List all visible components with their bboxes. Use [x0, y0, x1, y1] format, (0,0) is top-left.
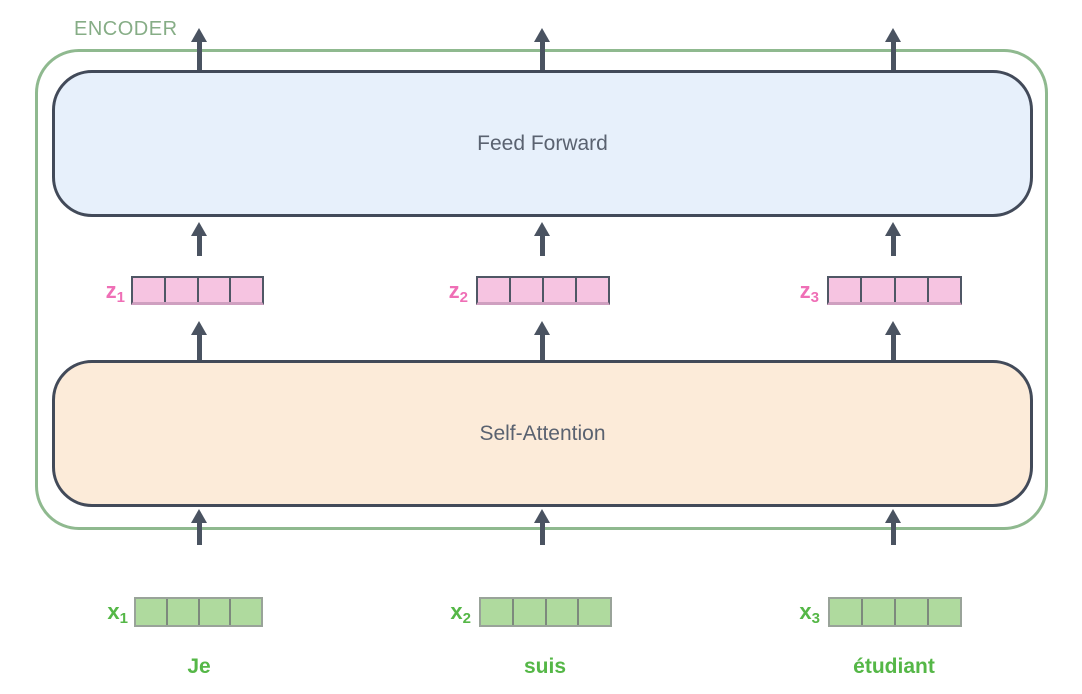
arrowhead-icon	[885, 509, 901, 523]
arrowhead-icon	[534, 321, 550, 335]
vector-cell	[163, 278, 197, 302]
vector-cell	[927, 599, 960, 625]
vector-cell	[861, 599, 894, 625]
vector-cell	[481, 599, 512, 625]
vector-cell	[133, 278, 164, 302]
arrow-output-3	[884, 28, 902, 70]
feed-forward-box: Feed Forward	[52, 70, 1033, 217]
arrowhead-icon	[534, 222, 550, 236]
arrowhead-icon	[534, 509, 550, 523]
z3-label: z3	[799, 278, 819, 306]
arrow-sa-to-z-1	[190, 321, 208, 360]
vector-cell	[575, 278, 608, 302]
x2-label: x2	[450, 599, 471, 627]
z2-vector	[476, 276, 610, 305]
z1-label: z1	[105, 278, 125, 306]
vector-cell	[509, 278, 542, 302]
vector-cell	[136, 599, 166, 625]
arrowhead-icon	[885, 222, 901, 236]
z3-vector	[827, 276, 962, 305]
arrow-output-2	[533, 28, 551, 70]
encoder-label: ENCODER	[74, 18, 178, 40]
arrow-output-1	[190, 28, 208, 70]
arrow-input-2	[533, 509, 551, 545]
arrowhead-icon	[534, 28, 550, 42]
z1-vector	[131, 276, 264, 305]
z2-label: z2	[448, 278, 468, 306]
arrowhead-icon	[191, 28, 207, 42]
token-je: Je	[187, 655, 211, 678]
arrowhead-icon	[885, 321, 901, 335]
x1-label: x1	[107, 599, 128, 627]
vector-cell	[196, 278, 230, 302]
x3-vector	[828, 597, 962, 627]
vector-cell	[926, 278, 960, 302]
vector-cell	[542, 278, 575, 302]
vector-cell	[544, 599, 578, 625]
arrow-sa-to-z-3	[884, 321, 902, 360]
token-suis: suis	[523, 655, 567, 678]
vector-cell	[893, 278, 927, 302]
x3-label: x3	[799, 599, 820, 627]
vector-cell	[478, 278, 509, 302]
vector-cell	[197, 599, 230, 625]
vector-cell	[577, 599, 610, 625]
vector-cell	[860, 278, 893, 302]
arrow-input-3	[884, 509, 902, 545]
vector-cell	[229, 599, 261, 625]
feed-forward-label: Feed Forward	[477, 131, 608, 155]
vector-cell	[830, 599, 861, 625]
vector-cell	[165, 599, 198, 625]
vector-cell	[229, 278, 262, 302]
self-attention-box: Self-Attention	[52, 360, 1033, 507]
arrow-z-to-ff-3	[884, 222, 902, 256]
vector-cell	[894, 599, 927, 625]
self-attention-label: Self-Attention	[479, 421, 606, 445]
arrowhead-icon	[191, 321, 207, 335]
arrow-z-to-ff-2	[533, 222, 551, 256]
x2-vector	[479, 597, 612, 627]
arrowhead-icon	[191, 222, 207, 236]
vector-cell	[829, 278, 860, 302]
arrowhead-icon	[885, 28, 901, 42]
arrow-z-to-ff-1	[190, 222, 208, 256]
arrowhead-icon	[191, 509, 207, 523]
vector-cell	[511, 599, 545, 625]
arrow-input-1	[190, 509, 208, 545]
arrow-sa-to-z-2	[533, 321, 551, 360]
token-etudiant: étudiant	[853, 655, 935, 678]
x1-vector	[134, 597, 263, 627]
